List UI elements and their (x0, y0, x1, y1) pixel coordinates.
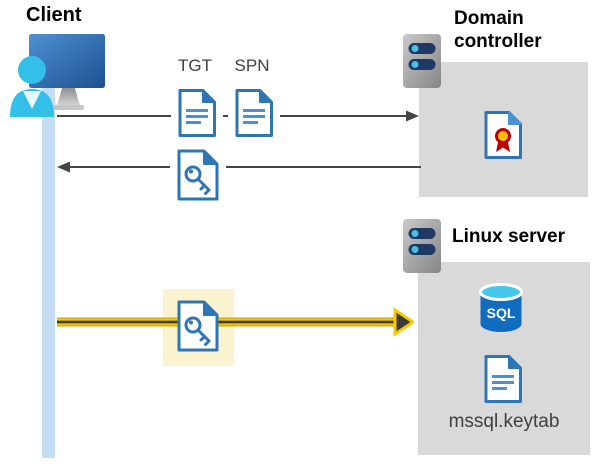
linux-server-icon (402, 218, 442, 274)
client-computer-icon (5, 32, 110, 117)
key-icon (184, 316, 202, 334)
client-timeline-bar (42, 88, 55, 458)
tgt-document-icon (171, 84, 223, 142)
domain-controller-server-icon (402, 33, 442, 89)
spn-document-icon (228, 84, 280, 142)
certificate-document-icon (483, 110, 523, 160)
domain-controller-label: Domain controller (454, 8, 542, 52)
monitor-stand-icon (57, 88, 80, 106)
key-icon (184, 165, 202, 183)
arrow-left-icon (57, 161, 421, 173)
seal-icon (495, 128, 511, 144)
sql-label: SQL (487, 305, 516, 321)
linux-server-label: Linux server (452, 226, 565, 247)
ticket-arrow (57, 307, 416, 337)
gold-arrow-icon (57, 307, 416, 337)
monitor-icon (29, 34, 105, 88)
client-label: Client (26, 4, 82, 26)
keytab-filename-label: mssql.keytab (448, 411, 560, 432)
key-ticket-document-icon (170, 144, 226, 206)
response-arrow (57, 159, 421, 175)
keytab-document-icon (483, 354, 523, 404)
key-ticket-to-server-icon (176, 299, 220, 353)
spn-label: SPN (234, 56, 270, 75)
sql-database-icon: SQL (477, 281, 525, 335)
user-head-icon (18, 56, 46, 84)
tgt-label: TGT (178, 56, 212, 75)
